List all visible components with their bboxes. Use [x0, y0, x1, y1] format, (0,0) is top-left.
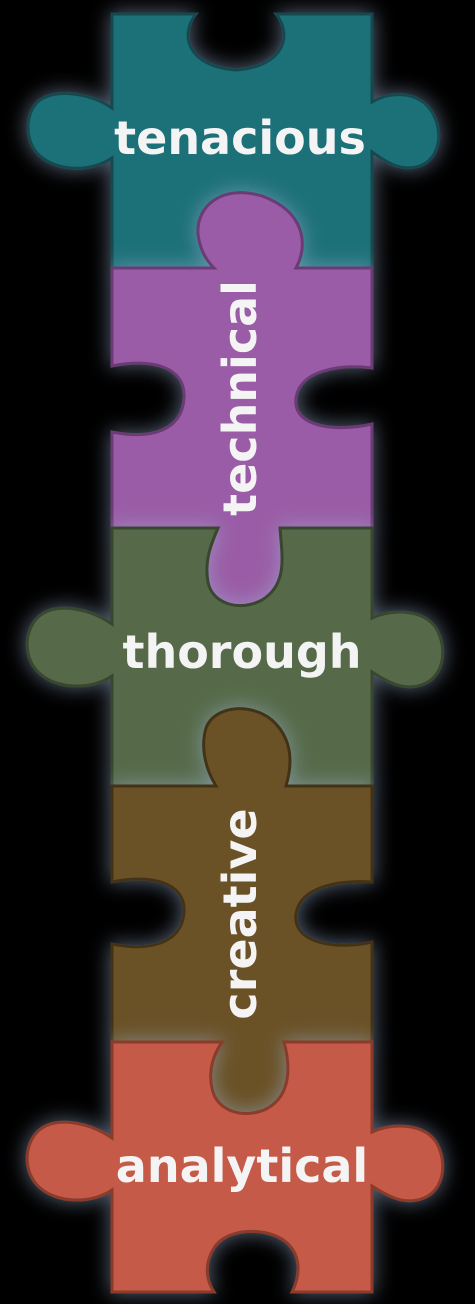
piece-analytical-label: analytical	[116, 1139, 368, 1193]
piece-creative-label: creative	[213, 808, 267, 1019]
piece-technical-label: technical	[213, 280, 267, 516]
piece-tenacious-label: tenacious	[114, 111, 366, 165]
piece-thorough-label: thorough	[122, 625, 361, 679]
